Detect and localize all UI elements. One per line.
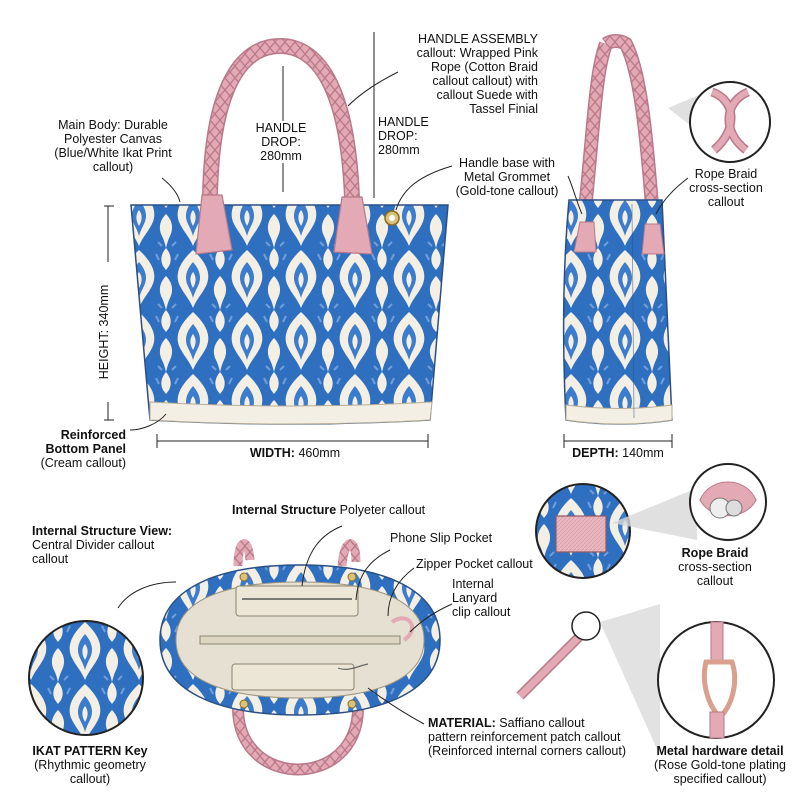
main-body-line3: (Blue/White Ikat Print [54,146,172,160]
front-body [130,204,449,425]
handle-base-line1: Handle base with [459,156,555,170]
label-width: WIDTH: 460mm [240,446,350,460]
internal-view-bold: Internal Structure View: [32,524,173,538]
handle-assembly-line5: callout Suede with [436,88,538,102]
label-reinforced-bottom: Reinforced Bottom Panel (Cream callout) [16,428,126,470]
handle-drop-1-line3: 280mm [260,149,302,163]
label-internal-structure: Internal Structure Polyeter callout [232,503,452,517]
bottom-panel [149,401,433,425]
interior-view [159,539,441,776]
front-view [130,37,449,425]
reinforced-line2: Bottom Panel [45,442,126,456]
ikat-key-line2: (Rhythmic geometry [34,758,146,772]
handle-drop-2-line2: DROP: [378,129,418,143]
label-internal-view: Internal Structure View: Central Divider… [32,524,202,566]
handle-assembly-line6: Tassel Finial [469,102,538,116]
rope-braid-top-line1: Rope Braid [694,167,758,181]
label-handle-base: Handle base with Metal Grommet (Gold-ton… [440,156,574,198]
metal-hardware-line2: (Rose Gold-tone plating [653,758,787,772]
rope-braid-bottom-bold: Rope Braid [681,546,749,560]
rope-braid-top-line2: cross-section [689,181,763,195]
label-zipper-pocket: Zipper Pocket callout [416,557,533,571]
main-body-line4: callout) [92,160,134,174]
label-handle-drop-1: HANDLE DROP: 280mm [249,121,313,163]
ikat-key-line3: callout) [69,772,111,786]
saffiano-swatch [535,483,697,579]
handle-base-line2: Metal Grommet [463,170,551,184]
main-body-line1: Main Body: Durable [58,118,168,132]
metal-hardware-bold: Metal hardware detail [656,744,784,758]
main-body-line2: Polyester Canvas [64,132,162,146]
internal-structure-bold: Internal Structure [232,503,337,517]
width-label: WIDTH: [249,446,295,460]
material-line3: (Reinforced internal corners callout) [428,744,627,758]
material-line1: Saffiano callout [499,716,585,730]
rope-braid-bottom [689,463,767,541]
handle-drop-2-line3: 280mm [378,143,420,157]
label-rope-braid-top: Rope Braid cross-section callout [676,167,776,209]
label-material: MATERIAL: Saffiano callout pattern reinf… [428,716,658,758]
lanyard-line2: Lanyard [452,591,498,605]
rope-braid-top [668,80,771,163]
internal-view-line2: Central Divider callout [32,538,155,552]
tassel-right [333,196,373,255]
handle-assembly-line1: HANDLE ASSEMBLY [418,32,538,46]
label-handle-drop-2: HANDLE DROP: 280mm [378,115,448,157]
handle-base-line3: (Gold-tone callout) [455,184,559,198]
reinforced-line3: (Cream callout) [40,456,126,470]
material-line2: pattern reinforcement patch callout [428,730,621,744]
label-depth: DEPTH: 140mm [566,446,670,460]
label-rope-braid-bottom: Rope Braid cross-section callout [660,546,770,588]
side-view [562,34,673,425]
lanyard-line3: clip callout [452,605,511,619]
handle-assembly-line4: callout callout) with [432,74,538,88]
label-ikat-key: IKAT PATTERN Key (Rhythmic geometry call… [20,744,160,786]
rope-braid-bottom-line2: cross-section [678,560,752,574]
front-handle-rope [203,39,359,199]
label-height: HEIGHT: 340mm [97,262,111,402]
leader-lines [117,71,689,725]
rope-braid-top-line3: callout [707,195,745,209]
label-phone-pocket: Phone Slip Pocket [390,531,493,545]
handle-drop-1-line2: DROP: [261,135,301,149]
handle-drop-1-line1: HANDLE [255,121,307,135]
rope-braid-bottom-line3: callout [696,574,734,588]
reinforced-line1: Reinforced [60,428,126,442]
label-metal-hardware: Metal hardware detail (Rose Gold-tone pl… [640,744,800,786]
tassel-left [195,194,233,255]
material-bold: MATERIAL: [428,716,496,730]
label-main-body: Main Body: Durable Polyester Canvas (Blu… [38,118,188,174]
ikat-key-bold: IKAT PATTERN Key [32,744,148,758]
internal-view-line3: callout [32,552,69,566]
metal-hardware [516,604,775,756]
ikat-swatch [28,620,144,736]
lanyard-line1: Internal [452,577,494,591]
label-lanyard: Internal Lanyard clip callout [452,577,542,619]
label-handle-assembly: HANDLE ASSEMBLY callout: Wrapped Pink Ro… [380,32,538,116]
handle-drop-2-line1: HANDLE [378,115,429,129]
internal-structure-normal: Polyeter callout [339,503,426,517]
width-value: 460mm [298,446,341,460]
metal-hardware-line3: specified callout) [673,772,767,786]
handle-assembly-line2: callout: Wrapped Pink [416,46,538,60]
handle-assembly-line3: Rope (Cotton Braid [430,60,538,74]
depth-value: 140mm [622,446,664,460]
depth-label: DEPTH: [572,446,619,460]
